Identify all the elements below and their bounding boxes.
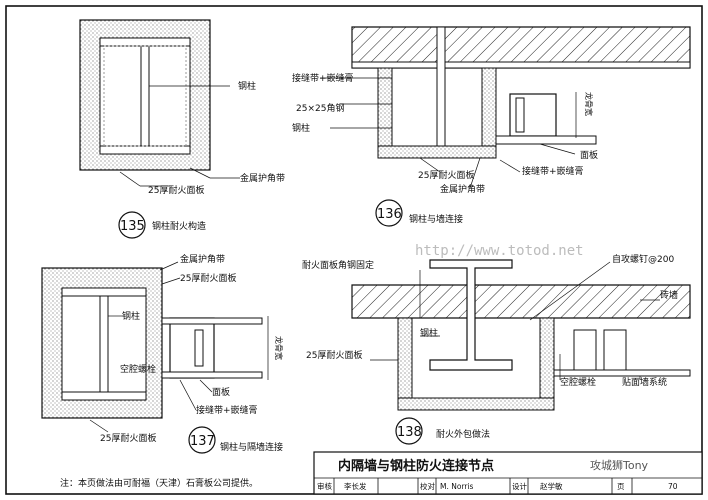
- label-steel-column: 钢柱: [292, 122, 310, 134]
- fire-board-right: [539, 317, 555, 411]
- label-screw: 自攻螺钉@200: [612, 253, 674, 265]
- label-panel: 面板: [580, 149, 598, 161]
- detail-number-circle: [375, 199, 403, 227]
- detail-number: 136: [377, 207, 402, 222]
- drawing-title: 内隔墙与钢柱防火连接节点: [338, 458, 494, 474]
- checker: M. Norris: [440, 482, 474, 491]
- steel-column: [429, 259, 513, 371]
- label-fire-board: 25厚耐火面板: [100, 432, 156, 444]
- fire-board-bottom: [397, 397, 555, 411]
- title-block: 内隔墙与钢柱防火连接节点 攻城狮Tony 审核 李长发 校对 M. Norris…: [313, 451, 703, 495]
- watermark-url: http://www.totod.net: [415, 243, 584, 259]
- detail-caption: 钢柱与墙连接: [409, 213, 463, 225]
- label-joint-tape: 接缝带+嵌缝膏: [196, 404, 258, 416]
- detail-number-circle: [118, 211, 146, 239]
- label-steel-column: 钢柱: [420, 327, 438, 339]
- label-cavity-bolt: 空腔螺栓: [560, 376, 596, 388]
- detail-number: 137: [190, 434, 215, 449]
- fire-board-left: [397, 317, 413, 411]
- label-stud-width: 龙骨宽: [274, 336, 284, 360]
- detail-136: 龙骨宽 接缝带+嵌缝膏 25×25角钢 钢柱 面板 接缝带+嵌缝膏 25厚耐火面…: [292, 26, 691, 227]
- concrete-slab: [351, 284, 691, 319]
- detail-caption: 耐火外包做法: [436, 428, 490, 440]
- design-label: 设计: [512, 481, 527, 491]
- watermark-brand: 攻城狮Tony: [590, 458, 649, 472]
- detail-caption: 钢柱与隔墙连接: [220, 441, 283, 453]
- detail-138: 耐火面板角钢固定 自攻螺钉@200 砖墙 钢柱 25厚耐火面板 空腔螺栓 贴面墙…: [302, 253, 691, 445]
- label-corner-tape: 金属护角带: [240, 172, 285, 184]
- detail-number: 138: [397, 425, 422, 440]
- label-steel-column: 钢柱: [122, 310, 140, 322]
- check-label: 校对: [420, 481, 435, 491]
- fire-board-left: [377, 67, 393, 159]
- label-fire-board: 25厚耐火面板: [418, 169, 474, 181]
- steel-column: [61, 287, 147, 297]
- label-brick-wall: 砖墙: [660, 289, 678, 301]
- designer: 赵学敏: [540, 481, 563, 491]
- page-number: 70: [668, 482, 678, 491]
- footnote: 注：本页做法由可耐福（天津）石膏板公司提供。: [60, 477, 258, 489]
- label-steel-column: 钢柱: [238, 80, 256, 92]
- label-corner-tape: 金属护角带: [440, 183, 485, 195]
- fire-board-bottom: [377, 145, 497, 159]
- detail-number: 135: [120, 219, 145, 234]
- lining-stud: [573, 329, 597, 371]
- label-lining: 贴面墙系统: [622, 376, 667, 388]
- label-fire-board: 25厚耐火面板: [148, 184, 204, 196]
- label-corner-tape: 金属护角带: [180, 253, 225, 265]
- label-angle: 25×25角钢: [296, 102, 344, 114]
- reviewer: 李长发: [344, 481, 367, 491]
- fire-board-right: [481, 67, 497, 159]
- label-panel: 面板: [212, 386, 230, 398]
- detail-137: 龙骨宽 金属护角带 25厚耐火面板 钢柱 空腔螺栓 面板 接缝带+嵌缝膏 25厚…: [41, 253, 284, 454]
- label-fire-board-top: 25厚耐火面板: [180, 272, 236, 284]
- label-fire-board: 25厚耐火面板: [306, 349, 362, 361]
- label-cavity-bolt: 空腔螺栓: [120, 363, 156, 375]
- review-label: 审核: [317, 481, 332, 491]
- detail-number-circle: [188, 426, 216, 454]
- page-label: 页: [617, 482, 625, 491]
- stud-frame: [169, 317, 215, 379]
- steel-column: [436, 26, 446, 148]
- label-joint-tape: 接缝带+嵌缝膏: [292, 72, 354, 84]
- detail-caption: 钢柱耐火构造: [152, 220, 206, 232]
- steel-column: [99, 37, 191, 47]
- label-stud-width: 龙骨宽: [584, 92, 594, 116]
- detail-number-circle: [395, 417, 423, 445]
- label-joint-tape-2: 接缝带+嵌缝膏: [522, 165, 584, 177]
- label-angle-fix: 耐火面板角钢固定: [302, 259, 374, 271]
- detail-135: 钢柱 金属护角带 25厚耐火面板 135 钢柱耐火构造: [79, 19, 285, 239]
